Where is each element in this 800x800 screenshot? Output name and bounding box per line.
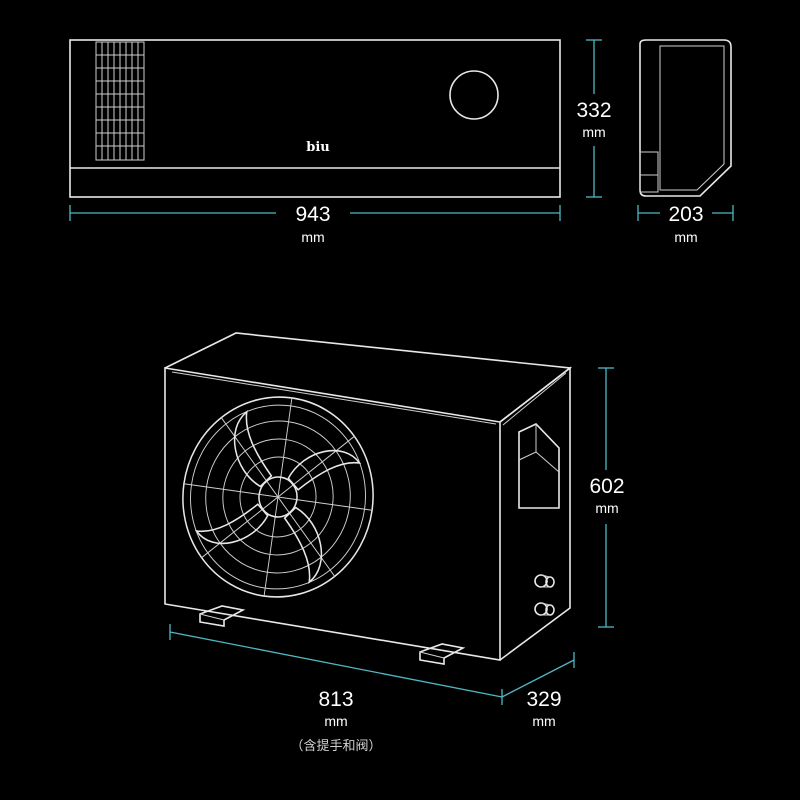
dimension-outdoor-height: 602 mm	[589, 367, 625, 628]
dimension-outdoor-depth: 329 mm	[501, 652, 575, 729]
outdoor-handle	[518, 423, 560, 509]
indoor-unit-front: biu	[69, 39, 561, 198]
dimension-indoor-height: 332 mm	[576, 39, 612, 198]
outdoor-height-value: 602	[589, 475, 624, 498]
outdoor-width-value: 813	[318, 688, 353, 711]
outdoor-valves	[534, 574, 555, 616]
dimension-indoor-depth: 203 mm	[637, 203, 734, 245]
indoor-height-unit: mm	[582, 124, 605, 140]
indoor-depth-value: 203	[668, 203, 703, 226]
fan-blades	[194, 410, 362, 584]
outdoor-height-unit: mm	[595, 500, 618, 516]
indoor-width-value: 943	[295, 203, 330, 226]
dimension-outdoor-width: 813 mm （含提手和阀）	[169, 624, 503, 754]
outdoor-depth-unit: mm	[532, 713, 555, 729]
indoor-vent-grille	[95, 41, 145, 161]
fan-hub	[258, 476, 298, 518]
indoor-height-value: 332	[576, 99, 611, 122]
dimension-indoor-width: 943 mm	[69, 203, 561, 245]
outdoor-width-unit: mm	[324, 713, 347, 729]
outdoor-width-note: （含提手和阀）	[290, 738, 381, 754]
indoor-unit-side	[639, 39, 732, 197]
brand-logo: biu	[306, 140, 329, 155]
outdoor-depth-value: 329	[526, 688, 561, 711]
outdoor-feet	[199, 605, 466, 665]
outdoor-fan	[182, 396, 374, 598]
indoor-width-unit: mm	[301, 229, 324, 245]
indoor-display-circle	[449, 70, 499, 120]
indoor-depth-unit: mm	[674, 229, 697, 245]
outdoor-unit	[164, 332, 573, 665]
